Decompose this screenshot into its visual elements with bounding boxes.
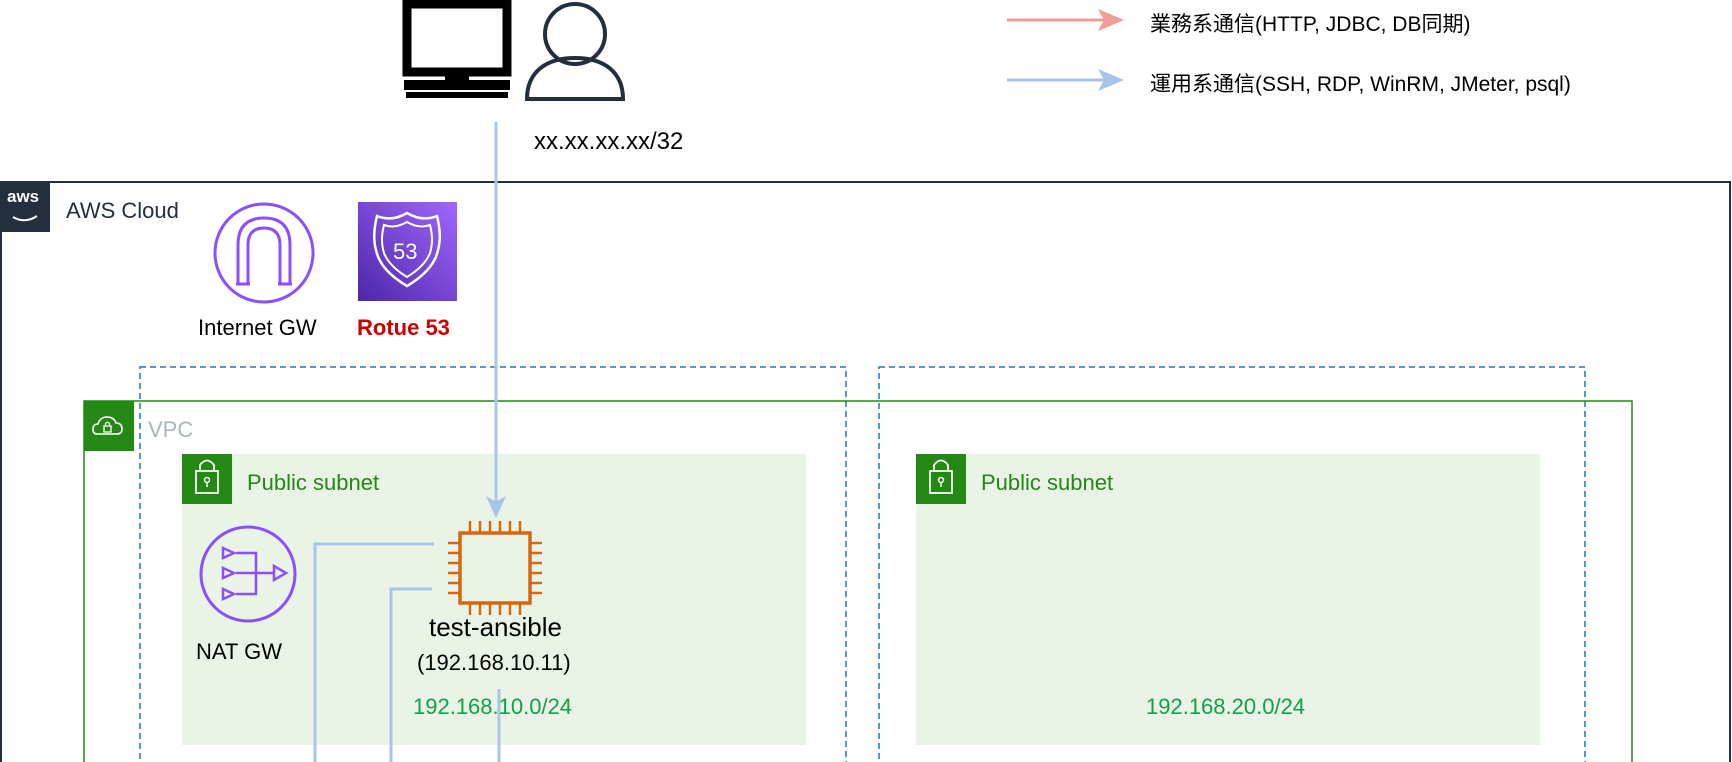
subnet-1-label: Public subnet (247, 470, 380, 495)
internet-gw-label: Internet GW (198, 315, 317, 340)
vpc-label: VPC (148, 417, 194, 442)
route53-badge-text: 53 (393, 239, 418, 264)
aws-logo-box (0, 182, 50, 232)
client-cidr-label: xx.xx.xx.xx/32 (534, 128, 684, 155)
nat-gw-label: NAT GW (196, 639, 282, 664)
aws-cloud-label: AWS Cloud (66, 198, 179, 223)
cloud-lock-icon (92, 416, 123, 435)
subnet-1-cidr: 192.168.10.0/24 (413, 694, 573, 719)
legend-ops-arrow (1007, 69, 1124, 91)
aws-logo-text: aws (7, 187, 40, 206)
subnet-1-lock-box (182, 454, 232, 504)
availability-zone-2 (878, 366, 1586, 762)
subnet-2-cidr: 192.168.20.0/24 (1146, 694, 1306, 719)
route53-label: Rotue 53 (357, 315, 450, 340)
legend-business-arrow (1007, 9, 1124, 31)
instance-ip-label: (192.168.10.11) (417, 650, 571, 675)
aws-cloud-border (0, 181, 1731, 762)
route53-icon (358, 202, 457, 301)
subnet-2-lock-box (916, 454, 966, 504)
vpc-border (83, 400, 1633, 762)
ops-connection-lines (313, 122, 506, 762)
lock-icon (929, 459, 953, 494)
subnet-2-label: Public subnet (981, 470, 1114, 495)
legend-business-label: 業務系通信(HTTP, JDBC, DB同期) (1150, 13, 1471, 36)
lock-icon (195, 459, 219, 494)
internet-gateway-icon (213, 202, 315, 304)
public-subnet-2-bg (916, 454, 1540, 745)
instance-name-label: test-ansible (429, 612, 562, 642)
legend-ops-label: 運用系通信(SSH, RDP, WinRM, JMeter, psql) (1150, 73, 1571, 96)
computer-icon (402, 0, 512, 98)
availability-zone-1 (139, 366, 847, 762)
ec2-instance-icon (448, 521, 542, 615)
user-icon (524, 2, 626, 101)
nat-gateway-icon (199, 525, 297, 623)
